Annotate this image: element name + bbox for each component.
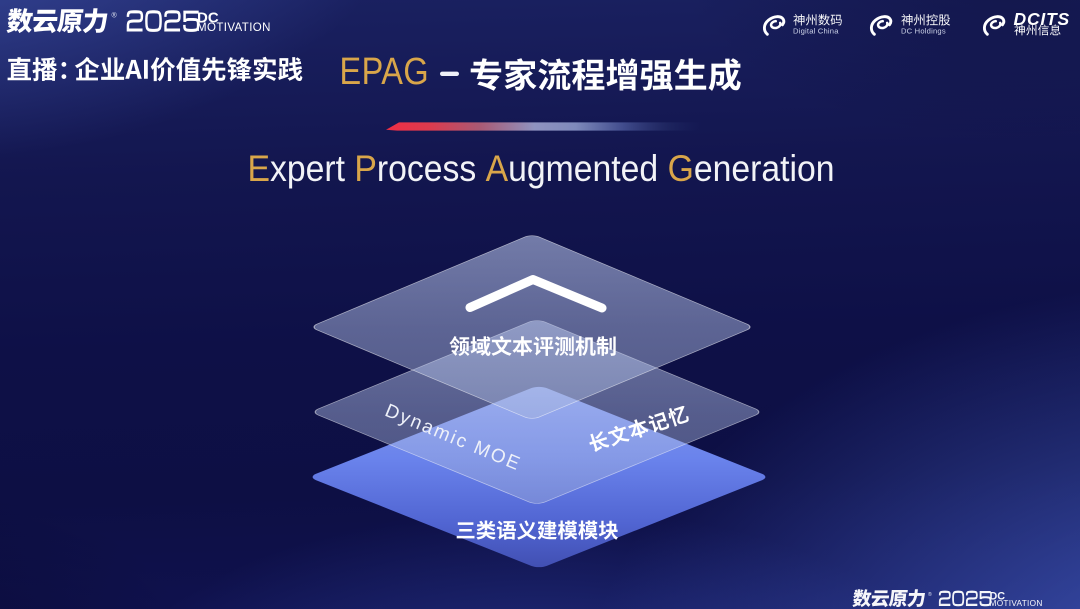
svg-text:Expert Process Augmented Gener: Expert Process Augmented Generation [248, 147, 835, 189]
svg-text:EPAG: EPAG [340, 51, 430, 93]
svg-text:DC Holdings: DC Holdings [901, 26, 946, 35]
svg-text:Digital China: Digital China [793, 26, 839, 35]
svg-text:DCITS: DCITS [1014, 9, 1071, 29]
